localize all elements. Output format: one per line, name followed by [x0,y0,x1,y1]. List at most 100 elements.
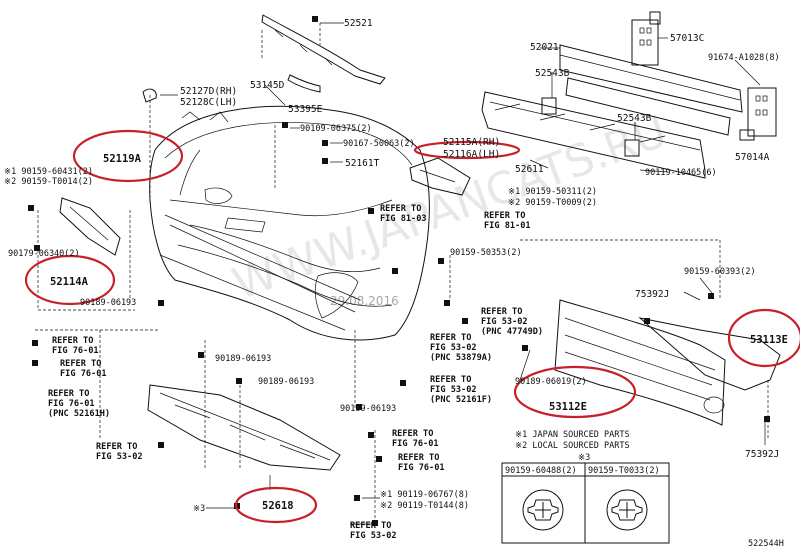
part-label: ※3 [193,504,205,514]
part-label: 90167-50063(2) [343,139,415,149]
part-label: 57014A [735,152,770,163]
legend-col1: 90159-60488(2) [505,466,577,476]
svg-text:REFER TO: REFER TO [380,204,421,214]
ref-53-02-e: REFER TO FIG 53-02 [350,521,397,541]
svg-text:REFER TO: REFER TO [350,521,391,531]
svg-text:FIG 53-02: FIG 53-02 [481,317,528,327]
part-label: 90109-06375(2) [300,124,372,134]
part-label: 52021 [530,42,559,53]
part-label: 52128C(LH) [180,97,237,108]
part-label: 53395E [288,104,323,115]
part-label: 52115A(RH) [443,137,500,148]
part-label: ※2 90159-T0014(2) [4,177,93,187]
svg-text:(PNC 47749D): (PNC 47749D) [481,327,543,337]
under-cover-drawing [147,384,341,471]
part-label: 90189-06193 [215,354,271,364]
highlight-52119a [72,129,184,183]
ref-81-01: REFER TO FIG 81-01 [484,211,531,231]
part-label: 52161T [345,158,380,169]
highlight-53113e [727,308,800,368]
svg-text:FIG 81-03: FIG 81-03 [380,214,427,224]
part-label: 52521 [344,18,373,29]
svg-text:REFER TO: REFER TO [430,333,471,343]
pad-52543b-a [541,97,557,115]
highlight-52618 [234,486,318,524]
screw-icon [522,489,564,531]
upper-retainer-drawing [261,14,386,93]
legend-col2: 90159-T0033(2) [588,466,660,476]
part-label-52119a: 52119A [103,153,142,165]
svg-text:FIG 76-01: FIG 76-01 [60,369,107,379]
part-label: 90179-06340(2) [8,249,80,259]
highlight-53112e [513,365,637,419]
part-label: 90159-60393(2) [684,267,756,277]
part-label: 91674-A1028(8) [708,53,780,63]
leader-lines [160,22,766,525]
legend-local: ※2 LOCAL SOURCED PARTS [515,441,630,451]
ref-81-03: REFER TO FIG 81-03 [380,204,427,224]
legend: ※1 JAPAN SOURCED PARTS ※2 LOCAL SOURCED … [501,430,670,544]
svg-text:REFER TO: REFER TO [52,336,93,346]
svg-text:REFER TO: REFER TO [60,359,101,369]
part-label: 52611 [515,164,544,175]
ref-53-02-b: REFER TO FIG 53-02 (PNC 47749D) [481,307,543,337]
highlight-52114a [24,254,116,306]
svg-text:FIG 76-01: FIG 76-01 [392,439,439,449]
bracket-57014a-drawing [739,87,777,141]
reinforcement-drawing [559,44,743,136]
part-label: ※2 90119-T0144(8) [380,501,469,511]
part-label: ※1 90119-06767(8) [380,490,469,500]
svg-text:REFER TO: REFER TO [398,453,439,463]
svg-text:FIG 53-02: FIG 53-02 [430,343,477,353]
ref-53-02-d: REFER TO FIG 53-02 (PNC 52161F) [430,375,492,405]
part-label: 57013C [670,33,704,44]
side-bracket-52114a-drawing [59,197,121,256]
part-label-52116a: 52116A(LH) [443,149,500,160]
svg-text:REFER TO: REFER TO [96,442,137,452]
part-label: 90189-06193 [258,377,314,387]
svg-text:FIG 53-02: FIG 53-02 [430,385,477,395]
part-label: 53145D [250,80,285,91]
svg-text:REFER TO: REFER TO [392,429,433,439]
svg-text:FIG 53-02: FIG 53-02 [350,531,397,541]
part-label: 52127D(RH) [180,86,237,97]
part-label-53113e: 53113E [750,334,788,346]
energy-absorber-drawing [481,91,706,179]
part-label: 90159-50353(2) [450,248,522,258]
ref-76-01-d: REFER TO FIG 76-01 [392,429,439,449]
part-label: ※1 90159-50311(2) [508,187,597,197]
diagram-id: 522544H [748,539,784,549]
legend-japan: ※1 JAPAN SOURCED PARTS [515,430,630,440]
screw-icon [606,489,648,531]
highlight-52116a [413,140,521,160]
pad-52543b-b [624,139,640,157]
ref-76-01-a: REFER TO FIG 76-01 [52,336,99,356]
ref-76-01-c: REFER TO FIG 76-01 (PNC 52161H) [48,389,110,419]
lower-grille-drawing [554,299,781,426]
svg-text:FIG 81-01: FIG 81-01 [484,221,531,231]
part-label: 52543B [617,113,652,124]
ref-53-02-a: REFER TO FIG 53-02 [96,442,143,462]
svg-text:REFER TO: REFER TO [430,375,471,385]
part-label: 90119-10465(6) [645,168,717,178]
watermark-date: 29.08.2016 [330,294,399,308]
part-label: 52543B [535,68,570,79]
svg-text:REFER TO: REFER TO [481,307,522,317]
ref-76-01-b: REFER TO FIG 76-01 [60,359,107,379]
legend-ref3: ※3 [578,453,590,463]
svg-text:(PNC 53879A): (PNC 53879A) [430,353,492,363]
part-label-53112e: 53112E [549,401,587,413]
svg-text:REFER TO: REFER TO [48,389,89,399]
svg-text:(PNC 52161H): (PNC 52161H) [48,409,110,419]
svg-text:FIG 76-01: FIG 76-01 [52,346,99,356]
part-label: 90189-06193 [80,298,136,308]
part-label: 90189-06019(2) [515,377,587,387]
svg-text:FIG 53-02: FIG 53-02 [96,452,143,462]
part-label: 75392J [745,449,779,460]
svg-text:FIG 76-01: FIG 76-01 [398,463,445,473]
assembly-dashed-lines [35,23,769,520]
part-label: ※2 90159-T0009(2) [508,198,597,208]
svg-text:(PNC 52161F): (PNC 52161F) [430,395,492,405]
part-label-52114a: 52114A [50,276,89,288]
